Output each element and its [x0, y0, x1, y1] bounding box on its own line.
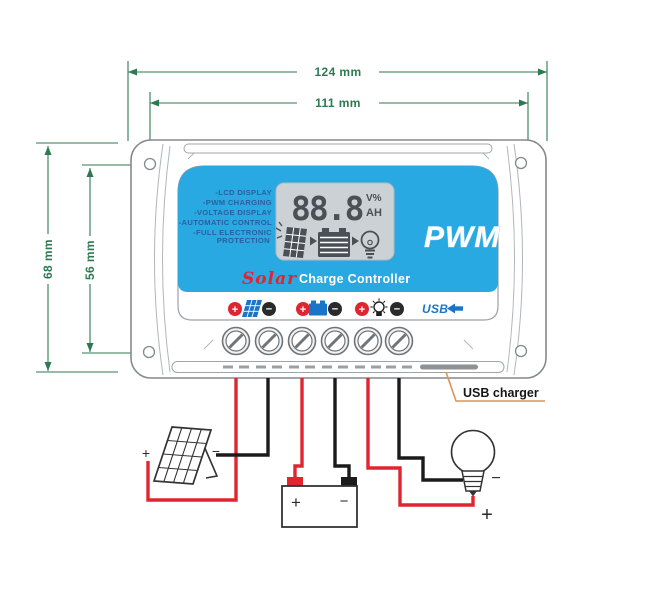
feature-line: -FULL ELECTRONIC [193, 228, 272, 237]
lcd-battery-icon [318, 228, 350, 257]
bulb-minus-label: − [491, 470, 500, 487]
mounting-hole-icon [514, 156, 528, 170]
lcd-unit-ah: AH [366, 207, 382, 219]
bevel-curves [154, 143, 523, 376]
battery-minus-label: − [340, 493, 349, 510]
mounting-hole-icon [143, 157, 157, 171]
lcd-display: 88.8 V% AH [275, 182, 395, 261]
screw-terminal [384, 326, 414, 356]
load-negative-wire [397, 378, 463, 482]
brand-charge-controller: Charge Controller [299, 272, 410, 286]
mounting-hole-icon [514, 344, 528, 358]
lcd-arrow-icon [310, 236, 317, 246]
solar-negative-wire [216, 378, 270, 457]
load-positive-badge [355, 302, 369, 316]
brand-solar: Solar [242, 269, 297, 289]
battery-plus-label: + [291, 493, 301, 512]
minus-sign: − [266, 304, 272, 316]
feature-line: -LCD DISPLAY [215, 188, 272, 197]
bulb-plus-label: + [481, 504, 493, 526]
lcd-screen [275, 182, 395, 261]
solar-plus-label: + [142, 445, 150, 461]
terminal-label-strip: + − + − + [228, 298, 463, 318]
screw-terminal [287, 326, 317, 356]
plus-sign: + [300, 304, 306, 316]
usb-logo: USB [422, 302, 448, 316]
battery-case [281, 485, 358, 528]
pwm-logo: PWM [424, 221, 500, 254]
screw-terminal [353, 326, 383, 356]
top-strip [183, 143, 493, 154]
solar-minus-label: − [212, 443, 220, 459]
vent-slots [223, 365, 412, 369]
light-bulb [450, 429, 496, 497]
lcd-value: 88.8 [291, 189, 363, 228]
solar-positive-badge [228, 302, 242, 316]
load-positive-wire [366, 378, 475, 507]
battery-positive-post [287, 477, 303, 487]
battery-positive-badge [296, 302, 310, 316]
load-bulb-terminal-icon [370, 298, 388, 316]
mounting-holes [142, 156, 528, 359]
feature-line: -AUTOMATIC CONTROL [179, 218, 272, 227]
dimension-arrowheads [44, 68, 547, 371]
solar-negative-badge [262, 302, 276, 316]
lcd-bulb-icon [360, 230, 380, 259]
plus-sign: + [232, 304, 238, 316]
bulb-glass [450, 429, 496, 475]
battery-terminal-icon [309, 300, 327, 316]
bulb-tip [469, 491, 477, 497]
mounting-hole-icon [142, 345, 156, 359]
screw-terminals [221, 326, 414, 356]
screw-terminal [320, 326, 350, 356]
solar-panel [152, 426, 219, 485]
battery-negative-badge [328, 302, 342, 316]
solar-positive-wire [146, 378, 238, 502]
usb-charger-leader-line [445, 371, 545, 402]
dim-68-label: 68 mm [41, 239, 55, 279]
controller-body: -LCD DISPLAY -PWM CHARGING -VOLTAGE DISP… [130, 139, 547, 379]
lcd-solar-panel-icon [275, 221, 307, 258]
dim-111-label: 111 mm [315, 96, 361, 110]
battery-negative-wire [333, 378, 351, 478]
feature-line: -VOLTAGE DISPLAY [194, 208, 272, 217]
screw-terminal [254, 326, 284, 356]
usb-arrow-icon [447, 303, 463, 314]
screw-terminal [221, 326, 251, 356]
minus-sign: − [394, 304, 400, 316]
wiring [146, 378, 475, 507]
lcd-arrow-icon [352, 236, 359, 246]
bottom-slot-band [171, 361, 505, 373]
dim-124-label: 124 mm [314, 65, 361, 79]
feature-list: -LCD DISPLAY -PWM CHARGING -VOLTAGE DISP… [179, 188, 272, 245]
battery-negative-post [341, 477, 357, 487]
dim-56-label: 56 mm [83, 240, 97, 280]
battery: + − [281, 477, 358, 528]
usb-charger-label: USB charger [463, 386, 539, 400]
plus-sign: + [359, 304, 365, 316]
minus-sign: − [332, 304, 338, 316]
feature-line: -PWM CHARGING [203, 198, 272, 207]
feature-line: PROTECTION [217, 236, 270, 245]
battery-positive-wire [293, 378, 304, 478]
solar-panel-terminal-icon [242, 299, 262, 318]
solar-panel-stand [203, 445, 219, 479]
load-negative-badge [390, 302, 404, 316]
lcd-unit-vpercent: V% [366, 193, 382, 204]
usb-port [420, 364, 478, 370]
